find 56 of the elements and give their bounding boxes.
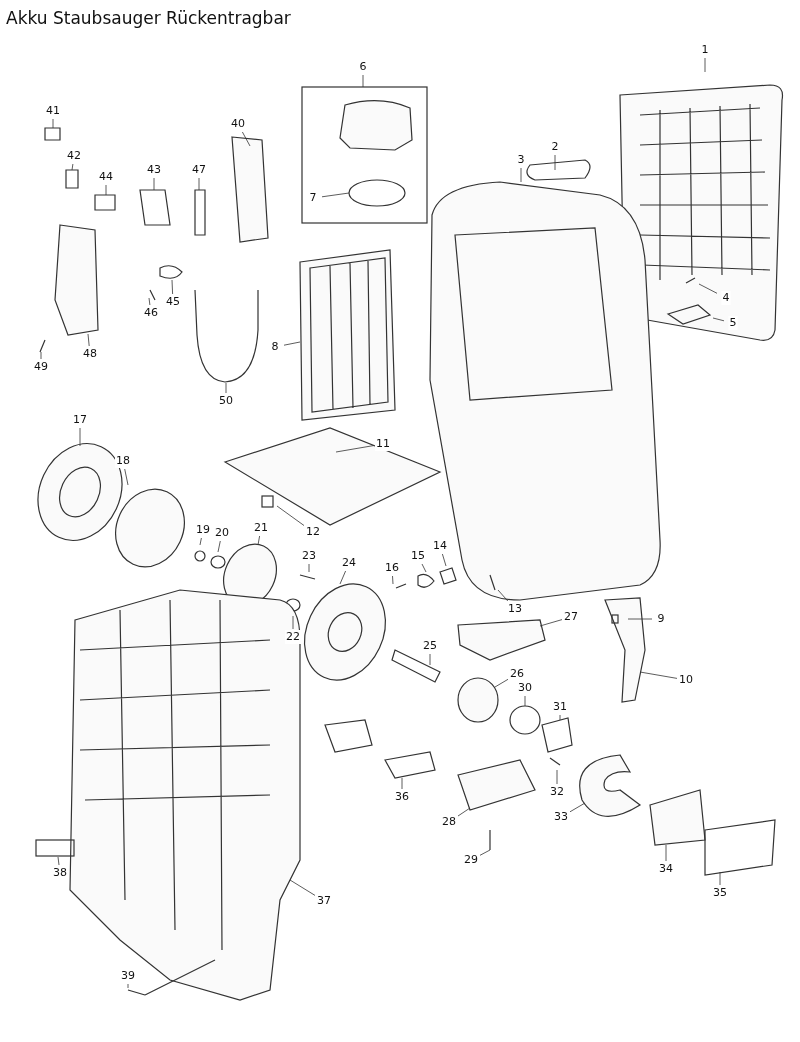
leader-line — [171, 279, 173, 295]
callout-number: 18 — [115, 454, 131, 468]
leader-line — [401, 777, 403, 790]
callout-number: 22 — [285, 630, 301, 644]
leader-line — [665, 844, 667, 862]
leader-line — [442, 553, 447, 567]
callout-number: 4 — [721, 291, 731, 305]
leader-line — [225, 382, 227, 394]
leader-line — [52, 118, 54, 129]
leader-line — [639, 671, 678, 679]
leader-line — [362, 74, 364, 88]
leader-line — [217, 540, 221, 553]
leader-line — [497, 589, 509, 602]
leader-line — [321, 192, 350, 198]
callout-number: 11 — [375, 437, 391, 451]
leader-line — [712, 317, 725, 322]
leader-line — [335, 445, 375, 453]
leader-line — [289, 879, 316, 896]
leader-line — [276, 505, 305, 526]
leader-line — [698, 283, 718, 294]
leader-line — [719, 871, 721, 886]
leader-line — [554, 154, 556, 171]
leader-line — [520, 167, 522, 183]
leader-line — [124, 468, 129, 486]
leader-line — [556, 769, 558, 785]
leader-line — [242, 131, 251, 147]
leader-line — [79, 427, 81, 447]
leader-line — [429, 653, 431, 666]
leader-line — [198, 177, 200, 191]
title: Akku Staubsauger Rückentragbar — [6, 8, 291, 28]
leader-line — [627, 618, 653, 620]
leader-line — [539, 619, 563, 627]
leader-line — [421, 563, 427, 573]
leader-line — [559, 714, 561, 721]
leader-line — [57, 856, 60, 866]
leader-line — [153, 177, 155, 191]
leader-line — [105, 184, 107, 196]
leader-line — [308, 563, 310, 573]
leader-line — [148, 297, 151, 306]
leader-line — [339, 570, 346, 585]
callout-number: 5 — [728, 316, 738, 330]
leader-line — [494, 678, 509, 688]
leader-line — [127, 983, 129, 989]
leader-line — [524, 695, 526, 707]
leader-line — [704, 57, 706, 73]
leader-line — [199, 537, 202, 546]
leader-line — [40, 351, 42, 360]
leader-line — [457, 807, 471, 817]
leader-line — [71, 163, 74, 171]
leader-line — [292, 615, 294, 630]
leader-line — [392, 575, 394, 585]
leader-line — [257, 535, 260, 546]
leader-line — [283, 341, 301, 346]
leader-line — [569, 802, 586, 813]
leader-line — [479, 849, 491, 856]
leader-line — [87, 333, 90, 347]
